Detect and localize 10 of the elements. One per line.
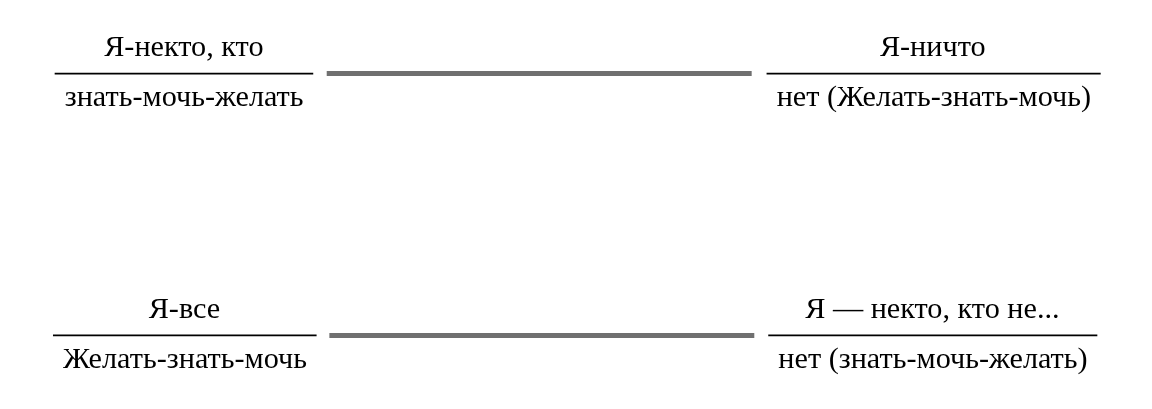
node-label: Я-некто, кто (104, 28, 264, 63)
node-label: Я-все (148, 290, 221, 325)
node-label: нет (Желать-знать-мочь) (776, 79, 1092, 114)
connector (329, 332, 755, 338)
node-label: знать-мочь-желать (64, 79, 304, 114)
connector (326, 71, 752, 77)
node-label: нет (знать-мочь-желать) (778, 341, 1088, 376)
node-label: Я — некто, кто не... (805, 290, 1060, 325)
node-label: Я-ничто (879, 28, 986, 63)
node-label: Желать-знать-мочь (63, 341, 307, 376)
